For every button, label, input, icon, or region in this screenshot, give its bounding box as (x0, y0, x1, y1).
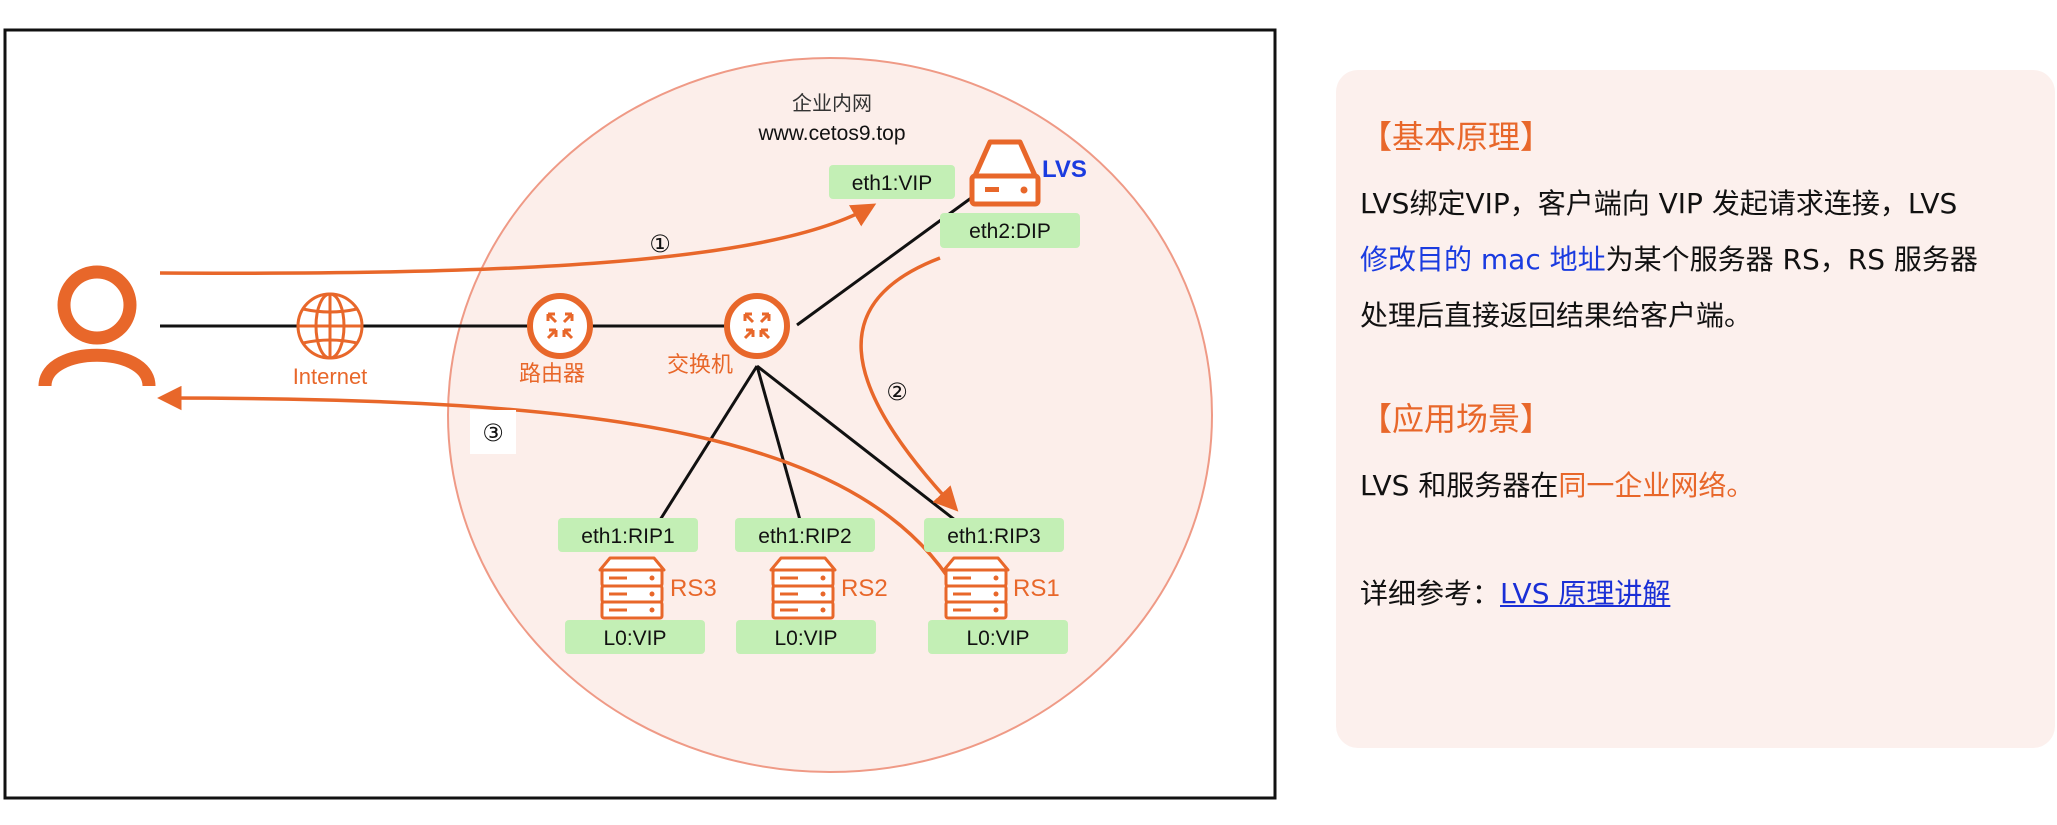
user-icon (38, 265, 156, 388)
internet-label: Internet (293, 364, 368, 389)
tag-rip3: eth1:RIP3 (924, 518, 1064, 552)
switch-label: 交换机 (667, 353, 733, 378)
svg-text:eth1:VIP: eth1:VIP (852, 172, 933, 195)
tag-rip2: eth1:RIP2 (735, 518, 875, 552)
scene-heading: 【应用场景】 (1360, 400, 1553, 438)
principle-highlight: 修改目的 mac 地址 (1360, 243, 1606, 276)
scene-highlight: 同一企业网络。 (1558, 469, 1755, 502)
rs3-server-icon (598, 556, 666, 620)
rs3-label: RS3 (670, 575, 717, 602)
flow-arrow-3 (157, 385, 964, 601)
router-label: 路由器 (519, 362, 585, 387)
principle-line-1: LVS绑定VIP，客户端向 VIP 发起请求连接，LVS (1360, 187, 1958, 220)
tag-eth1-vip: eth1:VIP (829, 165, 955, 199)
lvs-label: LVS (1042, 156, 1087, 183)
step-2-label: ② (886, 378, 908, 406)
scene-line: LVS 和服务器在同一企业网络。 (1360, 469, 1755, 502)
rs1-label: RS1 (1013, 575, 1060, 602)
principle-heading: 【基本原理】 (1360, 118, 1553, 156)
rs2-server-icon (769, 556, 837, 620)
rs1-server-icon (942, 556, 1010, 620)
switch-icon (724, 293, 790, 359)
principle-line-2: 修改目的 mac 地址为某个服务器 RS，RS 服务器 (1360, 243, 1978, 276)
svg-text:eth1:RIP1: eth1:RIP1 (581, 525, 674, 548)
lvs-principle-link[interactable]: LVS 原理讲解 (1500, 577, 1671, 610)
step-3-badge (470, 410, 516, 454)
svg-text:L0:VIP: L0:VIP (966, 627, 1029, 650)
svg-text:L0:VIP: L0:VIP (774, 627, 837, 650)
flow-arrow-1 (159, 203, 877, 275)
link-switch-rs1 (756, 364, 956, 522)
tag-eth2-dip: eth2:DIP (940, 213, 1080, 248)
router-icon (527, 293, 593, 359)
svg-text:eth1:RIP3: eth1:RIP3 (947, 525, 1040, 548)
rs2-label: RS2 (841, 575, 888, 602)
lvs-server-icon (969, 139, 1041, 207)
tag-lo-vip-rs1: L0:VIP (928, 620, 1068, 654)
svg-text:eth1:RIP2: eth1:RIP2 (758, 525, 851, 548)
tag-lo-vip-rs2: L0:VIP (736, 620, 876, 654)
link-switch-rs2 (755, 365, 802, 521)
svg-text:L0:VIP: L0:VIP (603, 627, 666, 650)
cloud-domain: www.cetos9.top (757, 122, 905, 145)
diagram-panel: 企业内网 www.cetos9.top ① ② ③ (3, 28, 1277, 800)
tag-lo-vip-rs3: L0:VIP (565, 620, 705, 654)
step-1-label: ① (649, 230, 671, 258)
link-switch-rs3 (658, 365, 759, 521)
info-panel: 【基本原理】 LVS绑定VIP，客户端向 VIP 发起请求连接，LVS 修改目的… (1336, 70, 2055, 748)
principle-line-3: 处理后直接返回结果给客户端。 (1360, 299, 1753, 332)
internet-globe-icon (296, 292, 364, 360)
reference-line: 详细参考：LVS 原理讲解 (1360, 577, 1671, 610)
flow-arrow-2 (859, 256, 959, 512)
tag-rip1: eth1:RIP1 (558, 518, 698, 552)
svg-text:eth2:DIP: eth2:DIP (969, 220, 1051, 243)
step-3-label: ③ (482, 419, 504, 447)
cloud-title: 企业内网 (792, 91, 872, 115)
